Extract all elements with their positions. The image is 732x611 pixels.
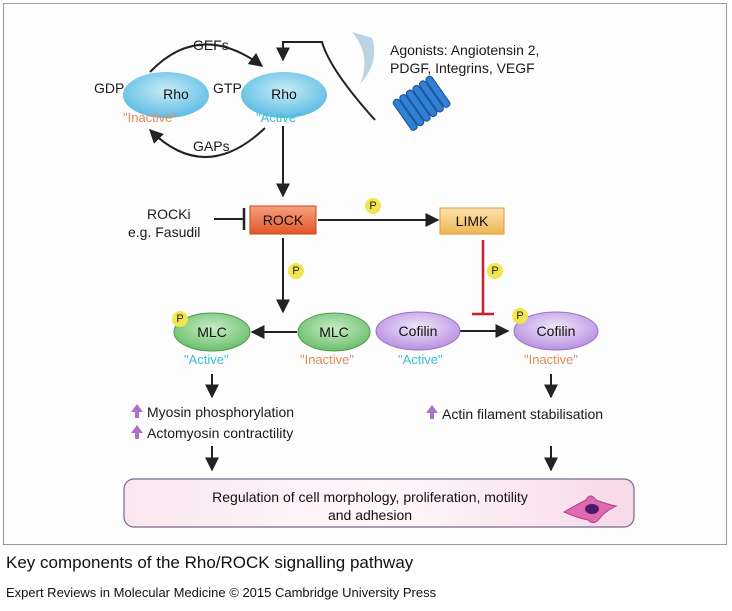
up-arrow-icon [131,404,143,418]
figure-caption: Key components of the Rho/ROCK signallin… [6,553,414,572]
outcome-line2: and adhesion [327,507,413,523]
phospho-badge-cofilin-inactive: P [512,308,528,324]
rho-inactive-label: Rho [163,86,189,102]
limk-label: LIMK [455,213,489,229]
agonist-ribbon [352,32,375,84]
rho-active-label: Rho [271,86,297,102]
gefs-arrow [149,43,264,73]
outcome-text: Regulation of cell morphology, prolifera… [160,488,580,524]
figure-credit: Expert Reviews in Molecular Medicine © 2… [6,585,437,600]
mlc-inactive-node [297,312,371,352]
mlc-active-node [173,312,251,352]
up-arrow-icon [426,405,438,419]
phospho-badge-limk: P [365,198,381,214]
cell-icon [562,495,618,524]
phospho-badge-cofilin-arrow: P [487,263,503,279]
cofilin-inactive-node [513,311,599,351]
gdp-label: GDP [94,80,125,96]
rocki-line1: ROCKi [147,206,191,222]
cofilin-active-label: Cofilin [398,323,438,339]
actin-stabilisation-text: Actin filament stabilisation [442,406,604,422]
rho-inactive-node [123,72,209,118]
outcome-box [123,478,635,528]
gaps-label: GAPs [193,138,230,154]
rho-active-state: "Active" [256,110,301,125]
receptor-arrow [276,41,376,121]
mlc-inactive-state: "Inactive" [300,352,355,367]
up-arrow-icon [131,425,143,439]
myosin-phosphorylation-text: Myosin phosphorylation [147,404,295,420]
mlc-active-label: MLC [197,324,227,340]
mlc-active-state: "Active" [184,352,229,367]
rho-inactive-state: "Inactive" [123,110,178,125]
rock-label: ROCK [262,212,304,228]
outcome-line1: Regulation of cell morphology, prolifera… [212,489,528,505]
rocki-line2: e.g. Fasudil [128,224,201,240]
rho-active-node [241,72,327,118]
cofilin-active-node [375,311,461,351]
agonists-line1: Agonists: Angiotensin 2, [390,42,540,58]
gefs-label: GEFs [193,37,229,53]
agonists-line2: PDGF, Integrins, VEGF [390,60,535,76]
gaps-arrow [149,127,266,158]
phospho-badge-mlc-active: P [172,311,188,327]
phospho-badge-mlc: P [288,263,304,279]
mlc-inactive-label: MLC [319,324,349,340]
limk-node [439,207,505,235]
gtp-label: GTP [213,80,242,96]
cofilin-inactive-label: Cofilin [536,323,576,339]
cofilin-active-state: "Active" [398,352,443,367]
actomyosin-contractility-text: Actomyosin contractility [147,425,294,441]
receptor-icon [392,75,451,131]
rock-node [249,205,317,235]
cofilin-inactive-state: "Inactive" [524,352,579,367]
